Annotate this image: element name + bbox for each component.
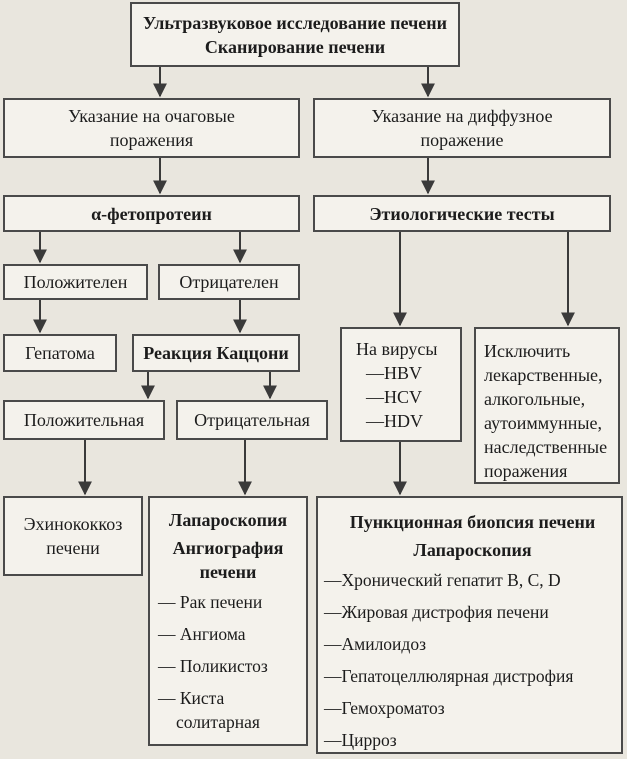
ultrasound-line2: Сканирование печени [204,36,386,57]
lap-title3: печени [199,562,257,582]
virus-hdv: —HDV [366,411,423,431]
virus-hbv: —HBV [366,363,423,383]
exclude-line4: аутоиммунные, [484,413,602,433]
afp-positive-box: Положителен [3,264,148,300]
virus-title: На вирусы [356,339,438,359]
afp-positive-label: Положителен [23,272,128,292]
virus-hcv: —HCV [366,387,423,407]
exclude-line5: наследственные [484,437,608,457]
kazzoni-label: Реакция Каццони [143,343,289,363]
etiology-tests-box: Этиологические тесты [313,195,611,232]
lap-item-polycystic: — Поликистоз [158,656,268,676]
echinococcosis-box: Эхинококкоз печени [3,496,143,576]
lap-title1: Лапароскопия [168,510,288,530]
biopsy-box: Пункционная биопсия печени Лапароскопия … [316,496,623,754]
biopsy-item-amyloidosis: —Амилоидоз [324,634,426,654]
focal-line1: Указание на очаговые [68,106,235,126]
hepatoma-label: Гепатома [25,343,95,363]
laparoscopy-box: Лапароскопия Ангиография печени — Рак пе… [148,496,308,746]
focal-lesion-box: Указание на очаговые поражения [3,98,300,158]
lap-item-cyst: — Киста [158,688,225,708]
biopsy-item-fatty: —Жировая дистрофия печени [324,602,549,622]
diffuse-line2: поражение [420,130,504,150]
kazzoni-positive-box: Положительная [3,400,165,440]
lap-item-angioma: — Ангиома [158,624,246,644]
afp-negative-label: Отрицателен [179,272,279,292]
afp-label: α-фетопротеин [91,203,212,224]
biopsy-item-cirrhosis: —Цирроз [324,730,397,750]
afp-negative-box: Отрицателен [158,264,300,300]
ultrasound-line1: Ультразвуковое исследование печени [143,12,447,33]
exclude-line2: лекарственные, [484,365,603,385]
ultrasound-box: Ультразвуковое исследование печени Скани… [130,2,460,67]
lap-item-cancer: — Рак печени [158,592,263,612]
exclude-line6: поражения [484,461,568,481]
diffuse-line1: Указание на диффузное [371,106,553,126]
biopsy-title1: Пункционная биопсия печени [349,512,596,532]
kazzoni-positive-label: Положительная [23,410,145,430]
biopsy-title2: Лапароскопия [413,540,532,560]
focal-line2: поражения [109,130,194,150]
hepatoma-box: Гепатома [3,334,117,372]
kazzoni-negative-box: Отрицательная [176,400,328,440]
afp-box: α-фетопротеин [3,195,300,232]
lap-item-solitary: солитарная [176,712,260,732]
etiology-label: Этиологические тесты [369,203,555,224]
exclude-causes-box: Исключить лекарственные, алкогольные, ау… [474,327,620,484]
echino-line2: печени [46,538,100,558]
lap-title2: Ангиография [172,538,284,558]
echino-line1: Эхинококкоз [23,514,123,534]
virus-tests-box: На вирусы —HBV —HCV —HDV [340,327,462,442]
diffuse-lesion-box: Указание на диффузное поражение [313,98,611,158]
biopsy-item-hepatitis: —Хронический гепатит B, C, D [324,570,561,590]
kazzoni-negative-label: Отрицательная [194,410,310,430]
biopsy-item-hemochromatosis: —Гемохроматоз [324,698,445,718]
exclude-line3: алкогольные, [484,389,586,409]
exclude-line1: Исключить [484,341,571,361]
kazzoni-reaction-box: Реакция Каццони [132,334,300,372]
biopsy-item-hepatocellular: —Гепатоцеллюлярная дистрофия [324,666,574,686]
